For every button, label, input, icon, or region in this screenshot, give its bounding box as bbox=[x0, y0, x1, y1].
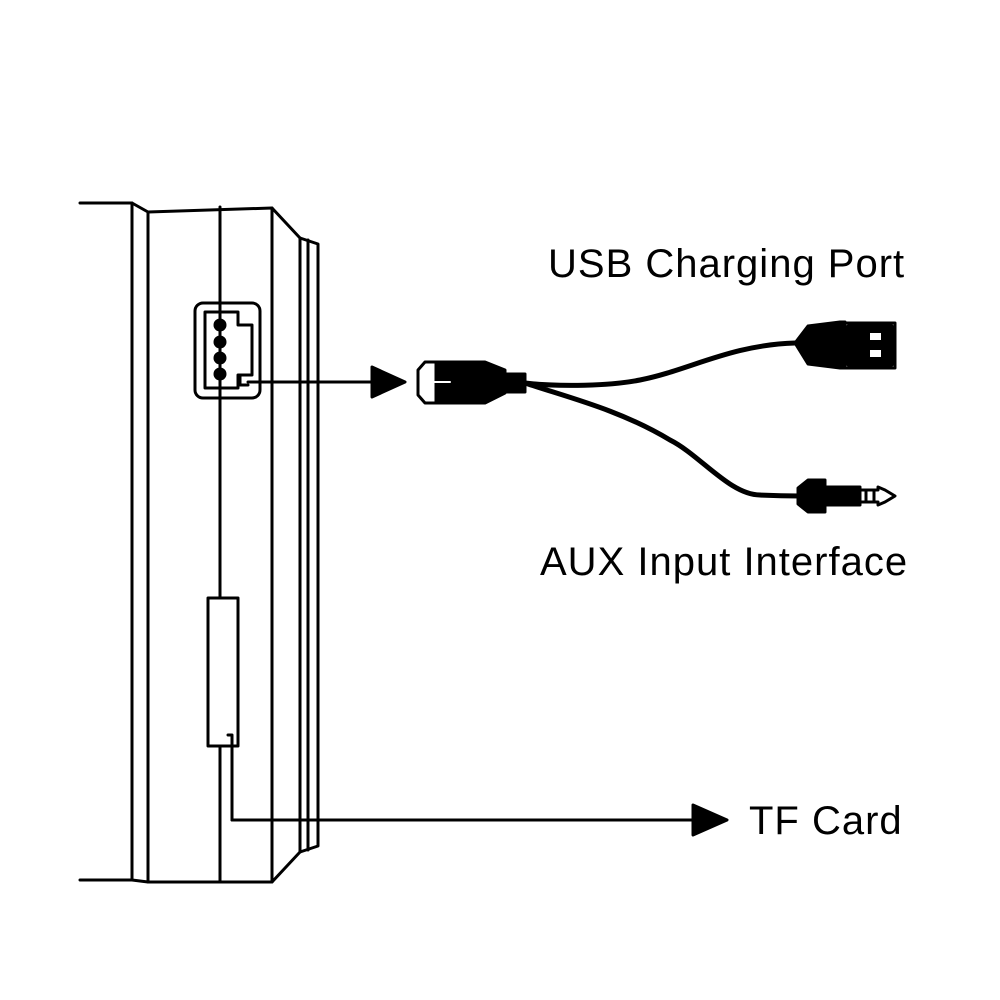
usb-port-icon bbox=[193, 301, 262, 400]
tf-card-label: TF Card bbox=[749, 799, 903, 843]
tf-card-slot-icon bbox=[206, 596, 240, 822]
tf-card-arrow bbox=[230, 803, 729, 837]
usb-arrow bbox=[246, 365, 407, 399]
aux-input-interface-label: AUX Input Interface bbox=[540, 540, 909, 584]
usb-charging-port-label: USB Charging Port bbox=[548, 242, 906, 286]
y-split-cable bbox=[522, 340, 803, 499]
aux-jack-plug-icon bbox=[796, 478, 897, 514]
mini-usb-plug-icon bbox=[416, 360, 527, 405]
usb-a-plug-icon bbox=[793, 320, 897, 370]
